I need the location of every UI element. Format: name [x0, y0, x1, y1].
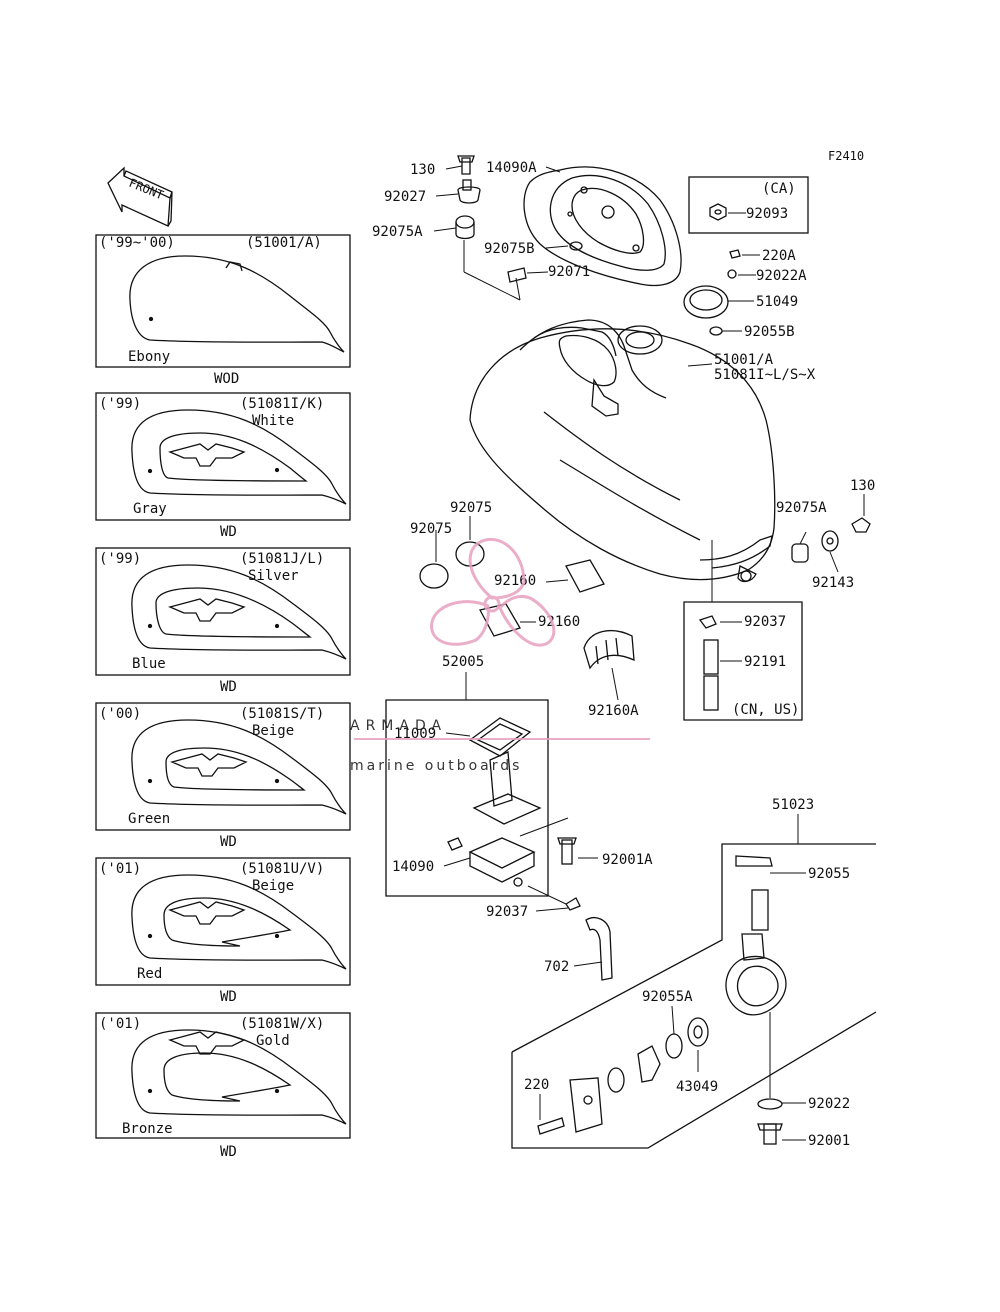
cn-us-label: (CN, US) [732, 702, 799, 718]
fitting-92001a [557, 837, 577, 865]
part-130-top: 130 [410, 162, 435, 178]
hardware-top [455, 155, 741, 336]
part-92075-lower: 92075 [410, 521, 452, 537]
part-220a: 220A [762, 248, 796, 264]
part-92075-upper: 92075 [450, 500, 492, 516]
part-92075a-top: 92075A [372, 224, 423, 240]
variant-part-2: (51081J/L) [240, 551, 324, 567]
part-92075a-right: 92075A [776, 500, 827, 516]
fuel-tank [469, 319, 776, 583]
pump-box [385, 699, 549, 897]
part-92037-right: 92037 [744, 614, 786, 630]
part-52005: 52005 [442, 654, 484, 670]
variant-tank-3 [131, 719, 347, 815]
part-92037-lower: 92037 [486, 904, 528, 920]
variant-code-1: WD [220, 524, 237, 540]
part-92093: 92093 [746, 206, 788, 222]
part-51081: 51081I~L/S~X [714, 367, 816, 383]
variant-color-top-5: Gold [256, 1033, 290, 1049]
variant-years-0: ('99~'00) [99, 235, 175, 251]
hose-702 [565, 897, 613, 981]
variant-tank-4 [131, 874, 347, 970]
variant-part-1: (51081I/K) [240, 396, 324, 412]
variant-color-bottom-0: Ebony [128, 349, 170, 365]
variant-color-bottom-4: Red [137, 966, 162, 982]
ca-label: (CA) [762, 181, 796, 197]
part-92143: 92143 [812, 575, 854, 591]
watermark-brand: ARMADA [350, 718, 447, 734]
part-92001a: 92001A [602, 852, 653, 868]
variant-code-4: WD [220, 989, 237, 1005]
variant-tank-1 [131, 409, 347, 505]
variant-years-3: ('00) [99, 706, 141, 722]
figure-id: F2410 [828, 149, 864, 163]
watermark-rule [354, 738, 650, 740]
part-51023: 51023 [772, 797, 814, 813]
cn-us-box [683, 601, 803, 721]
part-92160-upper: 92160 [494, 573, 536, 589]
part-51001a: 51001/A [714, 352, 774, 368]
variant-color-top-2: Silver [248, 568, 299, 584]
variant-code-3: WD [220, 834, 237, 850]
part-92055: 92055 [808, 866, 850, 882]
variant-tank-0 [129, 255, 345, 353]
part-220: 220 [524, 1077, 549, 1093]
variant-color-top-4: Beige [252, 878, 294, 894]
part-92071: 92071 [548, 264, 590, 280]
part-92075b: 92075B [484, 241, 535, 257]
labels: F2410 FRONT ('99~'00) (51001/A) Ebony WO… [99, 149, 875, 1160]
part-92055a: 92055A [642, 989, 693, 1005]
variant-tank-2 [131, 564, 347, 660]
variant-years-5: ('01) [99, 1016, 141, 1032]
leader-lines [433, 165, 865, 1141]
part-92022: 92022 [808, 1096, 850, 1112]
variant-color-bottom-2: Blue [132, 656, 166, 672]
part-130-right: 130 [850, 478, 875, 494]
variant-color-bottom-5: Bronze [122, 1121, 173, 1137]
part-43049: 43049 [676, 1079, 718, 1095]
propeller-logo-icon [430, 537, 556, 647]
part-92160a: 92160A [588, 703, 639, 719]
variant-code-2: WD [220, 679, 237, 695]
watermark: ARMADA marine outboards [350, 537, 650, 774]
part-92160-lower: 92160 [538, 614, 580, 630]
tank-cover [523, 166, 682, 287]
damper-92160a [583, 630, 635, 670]
part-92022a: 92022A [756, 268, 807, 284]
part-702: 702 [544, 959, 569, 975]
part-92055b: 92055B [744, 324, 795, 340]
part-92027: 92027 [384, 189, 426, 205]
variant-color-top-1: White [252, 413, 294, 429]
variant-years-2: ('99) [99, 551, 141, 567]
variant-code-5: WD [220, 1144, 237, 1160]
variant-part-5: (51081W/X) [240, 1016, 324, 1032]
variant-part-4: (51081U/V) [240, 861, 324, 877]
variant-color-bottom-1: Gray [133, 501, 167, 517]
part-51049: 51049 [756, 294, 798, 310]
variant-color-top-3: Beige [252, 723, 294, 739]
part-92001: 92001 [808, 1133, 850, 1149]
variant-tank-5 [131, 1029, 347, 1125]
ca-box [688, 176, 809, 234]
part-14090a: 14090A [486, 160, 537, 176]
variant-boxes [95, 234, 351, 1139]
variant-years-1: ('99) [99, 396, 141, 412]
watermark-tagline: marine outboards [350, 758, 522, 774]
variant-code-0: WOD [214, 371, 239, 387]
variant-part-3: (51081S/T) [240, 706, 324, 722]
part-14090: 14090 [392, 859, 434, 875]
variant-color-bottom-3: Green [128, 811, 170, 827]
front-arrow-icon [107, 166, 173, 227]
part-92191: 92191 [744, 654, 786, 670]
variant-years-4: ('01) [99, 861, 141, 877]
variant-part-0: (51001/A) [246, 235, 322, 251]
